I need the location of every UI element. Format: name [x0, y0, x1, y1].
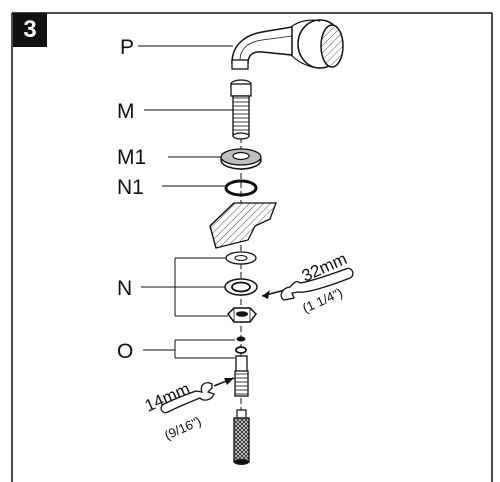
bracket-o	[143, 339, 235, 359]
washer-lower-part	[224, 278, 258, 296]
bracket-n	[141, 257, 228, 317]
hose-end-part	[233, 409, 250, 465]
wrench-14mm-icon	[160, 377, 235, 414]
flange-part	[220, 148, 262, 170]
step-number-badge: 3	[13, 13, 47, 47]
o-ring-part	[224, 179, 258, 197]
label-o: O	[117, 340, 133, 363]
hand-shower-part	[231, 19, 344, 70]
label-n1: N1	[117, 176, 144, 199]
wrench-32mm-icon	[261, 267, 354, 301]
label-m: M	[117, 100, 135, 123]
panel-border	[11, 12, 493, 482]
adapter-part	[234, 336, 249, 397]
washer-upper-part	[225, 251, 257, 265]
label-p: P	[120, 36, 134, 59]
nipple-part	[230, 79, 252, 140]
label-n: N	[117, 277, 132, 300]
hex-nut-part	[227, 307, 257, 323]
wrench-14mm-inches: (9/16")	[162, 413, 203, 442]
deck-section	[209, 202, 277, 249]
label-m1: M1	[117, 146, 146, 169]
